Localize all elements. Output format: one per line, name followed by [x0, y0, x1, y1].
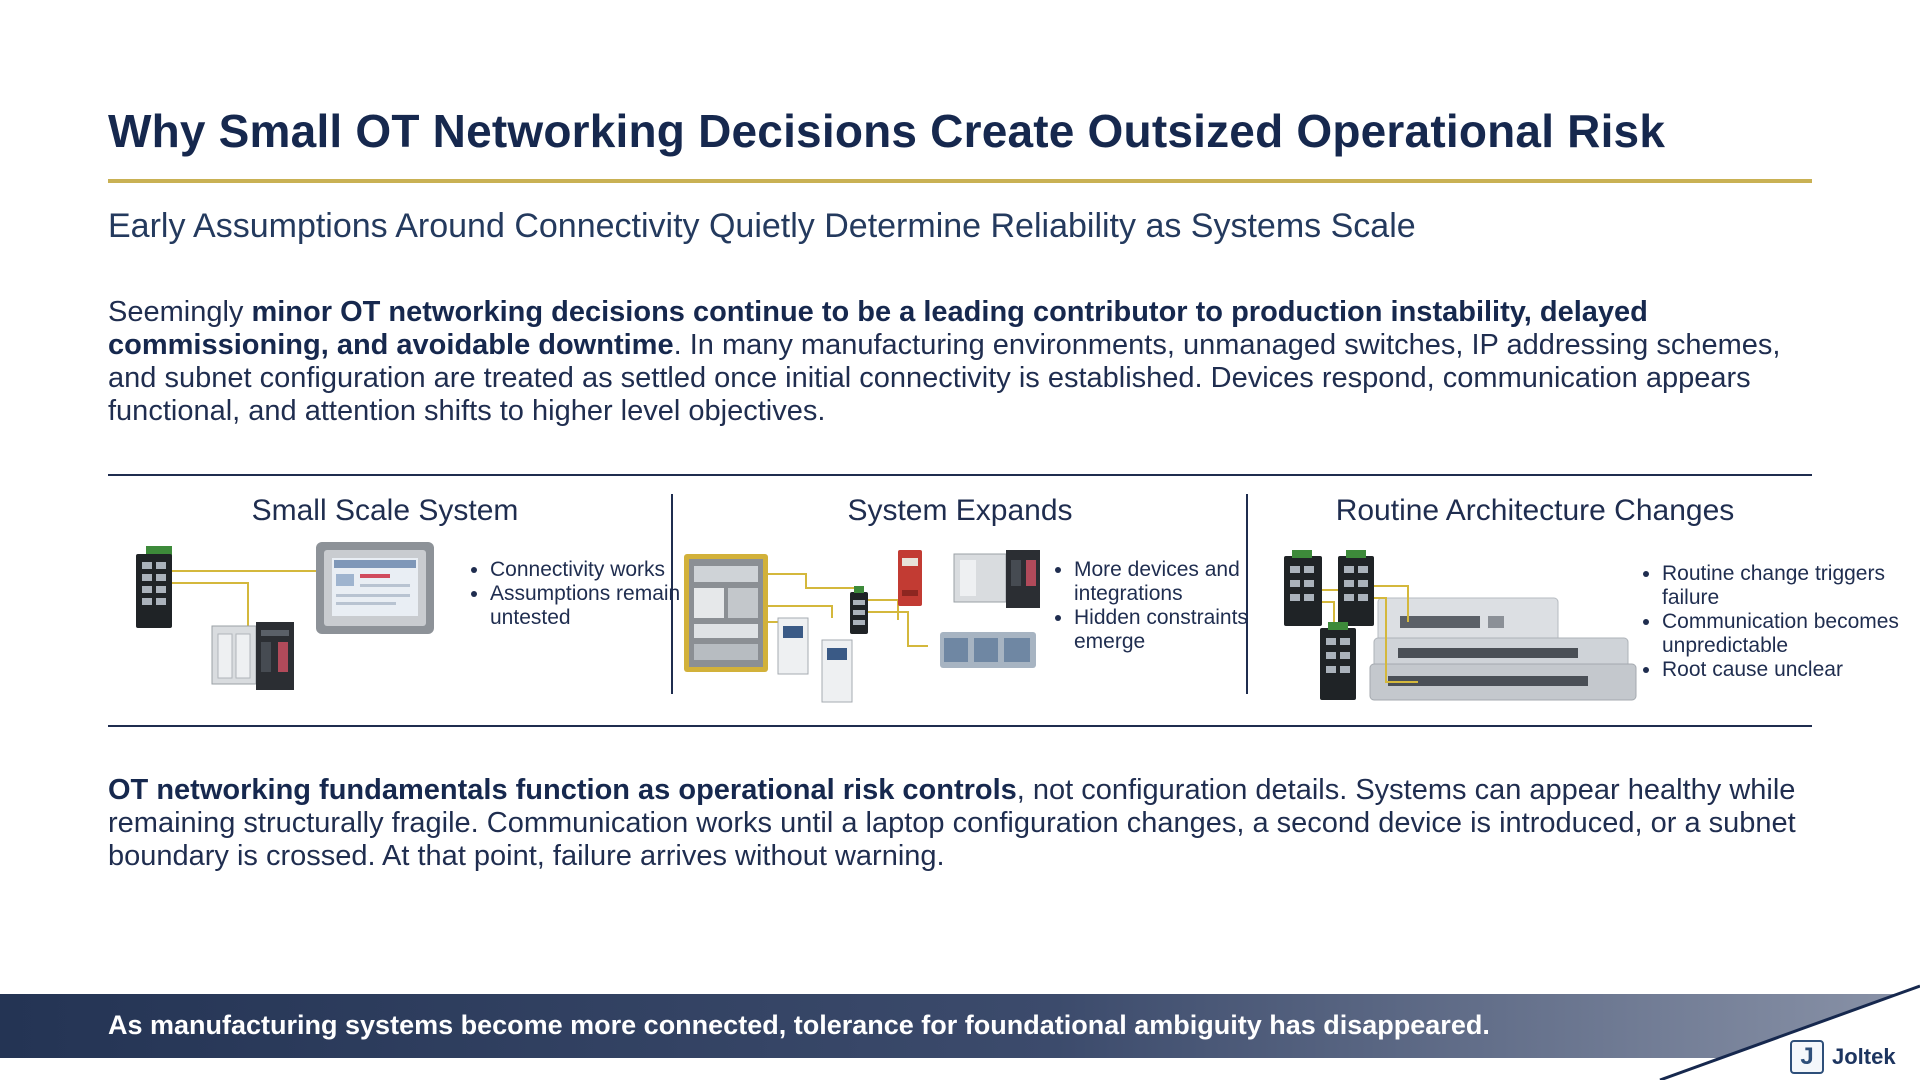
panel-title-routine-changes: Routine Architecture Changes — [1335, 494, 1735, 527]
switch-icon — [850, 586, 868, 634]
panel-bullets-routine-changes: Routine change triggers failure Communic… — [1636, 562, 1902, 682]
rack-switch-icon — [1369, 597, 1637, 701]
system-expands-diagram — [684, 550, 1040, 703]
panel-divider-1 — [671, 494, 673, 694]
switch-icon — [1284, 550, 1322, 626]
conclusion-paragraph: OT networking fundamentals function as o… — [108, 774, 1820, 873]
conclusion-emphasis: OT networking fundamentals function as o… — [108, 774, 1017, 806]
title-underline — [108, 179, 1812, 183]
bullet-item: More devices and integrations — [1074, 558, 1264, 606]
brand-logo: J Joltek — [1790, 1040, 1896, 1074]
bullet-item: Communication becomes unpredictable — [1662, 610, 1902, 658]
switch-icon — [1320, 622, 1356, 700]
panel-divider-2 — [1246, 494, 1248, 694]
intro-paragraph: Seemingly minor OT networking decisions … — [108, 296, 1820, 428]
intro-lead: Seemingly — [108, 296, 252, 328]
drive-icon — [777, 617, 853, 703]
conclusion-rest: , not configuration details. Systems can… — [108, 774, 1796, 872]
routine-changes-diagram — [1284, 550, 1637, 701]
switch-icon — [136, 546, 172, 628]
panel-title-small-scale: Small Scale System — [251, 494, 519, 527]
slide-subtitle: Early Assumptions Around Connectivity Qu… — [108, 207, 1416, 245]
panels-top-rule — [108, 474, 1812, 476]
panel-title-system-expands: System Expands — [847, 494, 1073, 527]
brand-name: Joltek — [1832, 1044, 1896, 1069]
panel-bullets-system-expands: More devices and integrations Hidden con… — [1048, 558, 1264, 654]
footer-banner — [0, 994, 1920, 1058]
footer-banner-text: As manufacturing systems become more con… — [108, 1010, 1490, 1040]
hmi-panel-icon — [940, 632, 1036, 668]
panels-bottom-rule — [108, 725, 1812, 727]
plc-icon — [211, 622, 294, 690]
bullet-item: Assumptions remain untested — [490, 582, 690, 630]
slide-title: Why Small OT Networking Decisions Create… — [108, 105, 1666, 157]
panel-bullets-small-scale: Connectivity works Assumptions remain un… — [464, 558, 690, 630]
control-cabinet-icon — [684, 554, 768, 672]
intro-emphasis: minor OT networking decisions continue t… — [108, 296, 1648, 361]
switch-icon — [1338, 550, 1374, 626]
bullet-item: Hidden constraints emerge — [1074, 606, 1264, 654]
logo-icon: J — [1790, 1040, 1824, 1074]
bullet-item: Root cause unclear — [1662, 658, 1902, 682]
plc-icon — [953, 550, 1040, 608]
bullet-item: Routine change triggers failure — [1662, 562, 1902, 610]
intro-rest: . In many manufacturing environments, un… — [108, 329, 1781, 427]
hmi-panel-icon — [316, 542, 434, 634]
small-scale-diagram — [136, 542, 434, 690]
relay-icon — [898, 550, 922, 606]
bullet-item: Connectivity works — [490, 558, 690, 582]
